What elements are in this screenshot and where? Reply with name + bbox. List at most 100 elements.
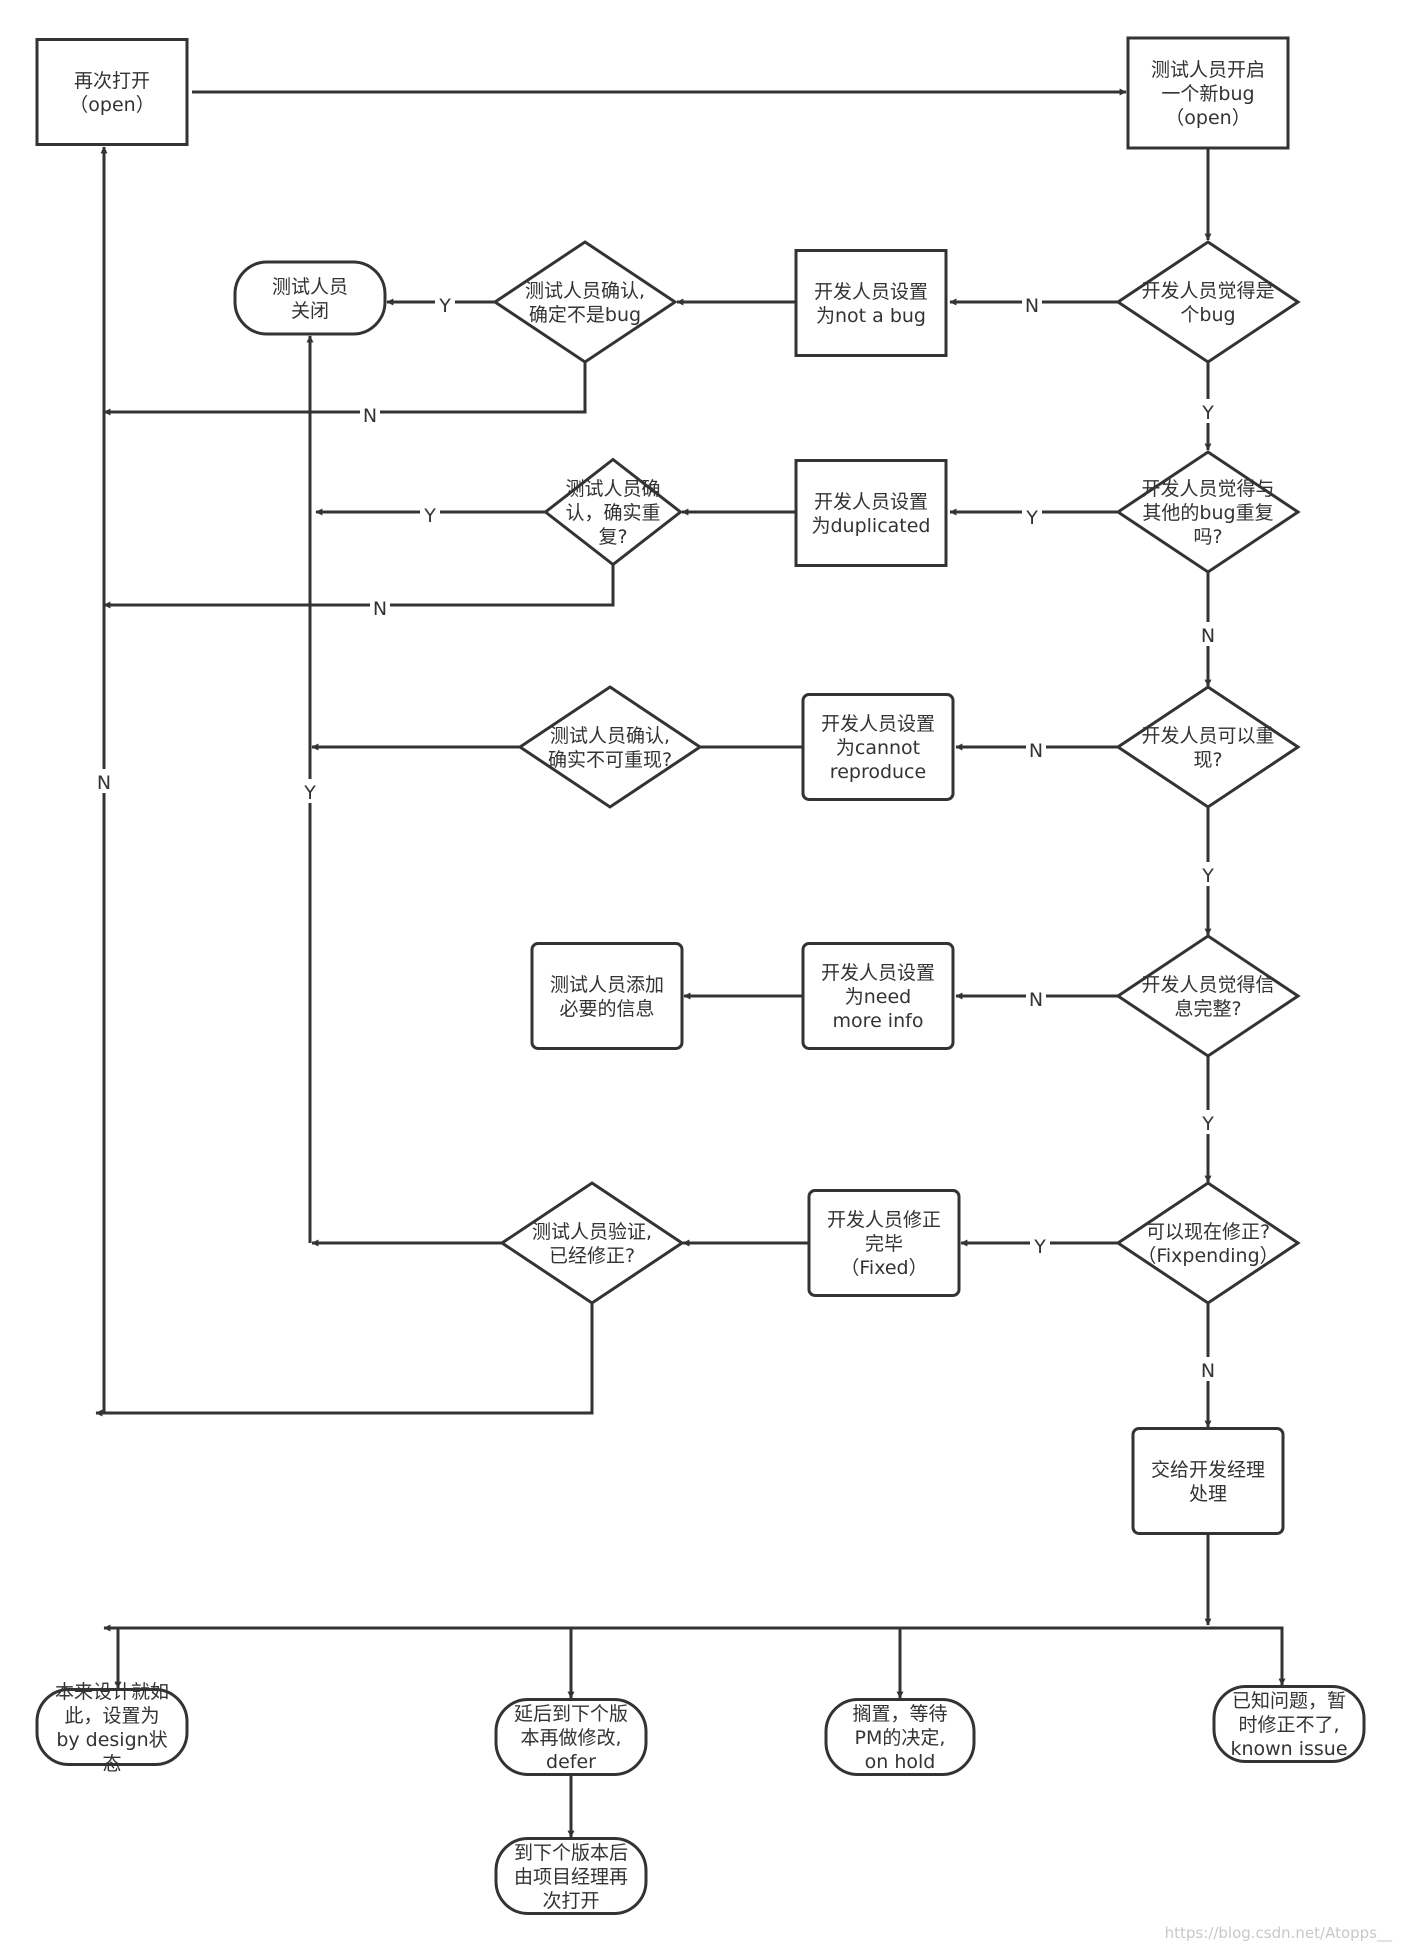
node-label-line: 测试人员确 bbox=[565, 478, 660, 500]
node-label-line: 已知问题，暂 bbox=[1232, 1690, 1346, 1712]
connector-line bbox=[1240, 1626, 1286, 1686]
node-label-line: 测试人员开启 bbox=[1151, 59, 1265, 81]
node-shape-roundrect bbox=[801, 693, 955, 801]
node-label-line: 开发人员设置 bbox=[814, 491, 928, 513]
edge-label-yes: Y bbox=[1025, 507, 1038, 529]
node-label-line: 开发人员觉得是 bbox=[1141, 280, 1274, 302]
node-shape-diamond bbox=[492, 240, 678, 364]
edge-label-no: N bbox=[363, 405, 377, 427]
edge-label-no: N bbox=[1201, 625, 1215, 647]
node-label-line: 测试人员验证, bbox=[532, 1221, 652, 1243]
node-shape-diamond bbox=[1115, 1181, 1301, 1305]
node-label-line: 息完整? bbox=[1174, 998, 1241, 1020]
node-label-line: 测试人员 bbox=[272, 276, 348, 298]
node-shape-diamond bbox=[1115, 934, 1301, 1058]
edge-label-no: N bbox=[97, 772, 111, 794]
node-label-line: 测试人员确认, bbox=[550, 725, 670, 747]
watermark-text: https://blog.csdn.net/Atopps__ bbox=[1165, 1924, 1393, 1943]
edge-label-yes: Y bbox=[303, 782, 316, 804]
node-label-line: 为cannot bbox=[836, 737, 920, 759]
node-label-line: known issue bbox=[1230, 1738, 1347, 1760]
edge-label-background bbox=[300, 779, 320, 803]
node-shape-roundrect bbox=[530, 942, 684, 1050]
edge-label-yes: Y bbox=[423, 505, 436, 527]
node-label-line: 开发人员觉得与 bbox=[1141, 478, 1274, 500]
edge-label-no: N bbox=[373, 598, 387, 620]
node-label-line: 开发人员修正 bbox=[827, 1209, 941, 1231]
edge-label-background bbox=[360, 402, 380, 426]
node-shape-diamond bbox=[1115, 450, 1301, 574]
node-label-line: 开发人员觉得信 bbox=[1141, 974, 1274, 996]
node-label-line: PM的决定, bbox=[855, 1727, 946, 1749]
node-shape-terminal bbox=[233, 260, 387, 336]
node-d-confirm-not-bug: 测试人员确认,确定不是bug bbox=[492, 240, 678, 364]
edge-label-yes: Y bbox=[1201, 1113, 1214, 1135]
node-label-line: 完毕 bbox=[865, 1233, 903, 1255]
node-shape-terminal bbox=[1212, 1685, 1366, 1763]
node-label-line: 关闭 bbox=[291, 300, 329, 322]
edge-label-no: N bbox=[1025, 295, 1039, 317]
node-label-line: 认，确实重 bbox=[565, 502, 660, 524]
node-label-line: 为not a bug bbox=[816, 305, 926, 327]
edge-label-background bbox=[1022, 292, 1042, 316]
node-label-line: （open） bbox=[69, 94, 154, 116]
node-label-line: 为duplicated bbox=[811, 515, 930, 537]
node-label-line: 时修正不了, bbox=[1238, 1714, 1339, 1736]
edge-label-background bbox=[1026, 737, 1046, 761]
edge-label-background bbox=[1198, 1357, 1218, 1381]
node-label-line: 开发人员可以重 bbox=[1141, 725, 1274, 747]
connector-line bbox=[95, 1303, 594, 1417]
node-label-line: 态 bbox=[102, 1753, 121, 1775]
node-label-line: 此，设置为 bbox=[64, 1705, 159, 1727]
node-label-line: 本再做修改, bbox=[520, 1727, 621, 1749]
node-label-line: 个bug bbox=[1180, 304, 1235, 326]
edge-label-background bbox=[1030, 1233, 1050, 1257]
node-shape-rect bbox=[794, 459, 948, 567]
node-shape-terminal bbox=[824, 1698, 976, 1776]
node-label-line: 由项目经理再 bbox=[514, 1866, 628, 1888]
node-shape-terminal bbox=[494, 1837, 648, 1915]
node-label-line: 可以现在修正? bbox=[1146, 1221, 1270, 1243]
node-label-line: （Fixed） bbox=[840, 1257, 927, 1279]
edge-label-background bbox=[420, 502, 440, 526]
node-shape-diamond bbox=[517, 685, 703, 809]
node-label-line: 为need bbox=[845, 986, 911, 1008]
node-shape-terminal bbox=[494, 1698, 648, 1776]
node-label-line: 确实不可重现? bbox=[548, 749, 672, 771]
edge-label-yes: Y bbox=[438, 295, 451, 317]
edge-label-yes: Y bbox=[1201, 402, 1214, 424]
node-shape-roundrect bbox=[807, 1189, 961, 1297]
node-label-line: 测试人员添加 bbox=[550, 974, 664, 996]
edge-label-background bbox=[370, 595, 390, 619]
node-d-fix-now: 可以现在修正?（Fixpending） bbox=[1115, 1181, 1301, 1305]
node-label-line: 再次打开 bbox=[74, 70, 150, 92]
node-shape-diamond bbox=[1115, 240, 1301, 364]
edge-label-background bbox=[1198, 1110, 1218, 1134]
edge-label-yes: Y bbox=[1033, 1236, 1046, 1258]
node-reopen: 再次打开（open） bbox=[35, 38, 189, 146]
node-shape-rect bbox=[35, 38, 189, 146]
node-label-line: 处理 bbox=[1189, 1483, 1227, 1505]
node-label-line: 到下个版本后 bbox=[514, 1842, 628, 1864]
node-d-confirm-cannot-reproduce: 测试人员确认,确实不可重现? bbox=[517, 685, 703, 809]
edge-label-background bbox=[435, 292, 455, 316]
node-label-line: 搁置，等待 bbox=[852, 1703, 947, 1725]
node-shape-diamond bbox=[499, 1181, 685, 1305]
node-label-line: 一个新bug bbox=[1161, 83, 1254, 105]
node-label-line: 延后到下个版 bbox=[514, 1703, 628, 1725]
node-d-verify-fixed: 测试人员验证,已经修正? bbox=[499, 1181, 685, 1305]
node-label-line: （Fixpending） bbox=[1137, 1245, 1278, 1267]
node-label-line: 吗? bbox=[1193, 526, 1222, 548]
